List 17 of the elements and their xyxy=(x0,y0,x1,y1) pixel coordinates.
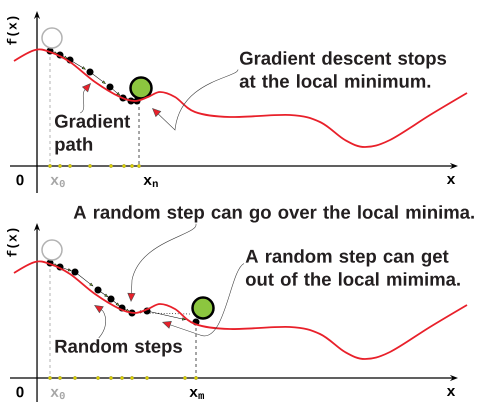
callout-text: A random step can get out of the local mimima. xyxy=(246,249,460,286)
tick-label: x$_{m}$ xyxy=(189,388,204,400)
tick-label: x$_{0}$ xyxy=(50,176,65,188)
leader-line xyxy=(80,83,91,114)
axis-label: f(x) xyxy=(6,16,20,45)
callout-text: Gradient path xyxy=(54,114,130,154)
origin-label: 0 xyxy=(16,386,24,398)
tick-label: x$_{n}$ xyxy=(143,176,158,188)
axis-label: x xyxy=(446,388,456,396)
axis-label: f(x) xyxy=(6,228,20,257)
leader-line xyxy=(152,69,238,130)
tick-label: x$_{0}$ xyxy=(50,388,65,400)
callout-text: A random step can go over the local minima. xyxy=(74,205,474,223)
origin-label: 0 xyxy=(16,174,24,186)
leader-line xyxy=(94,305,106,338)
leader-line xyxy=(162,263,244,336)
axis-label: x xyxy=(446,176,456,184)
